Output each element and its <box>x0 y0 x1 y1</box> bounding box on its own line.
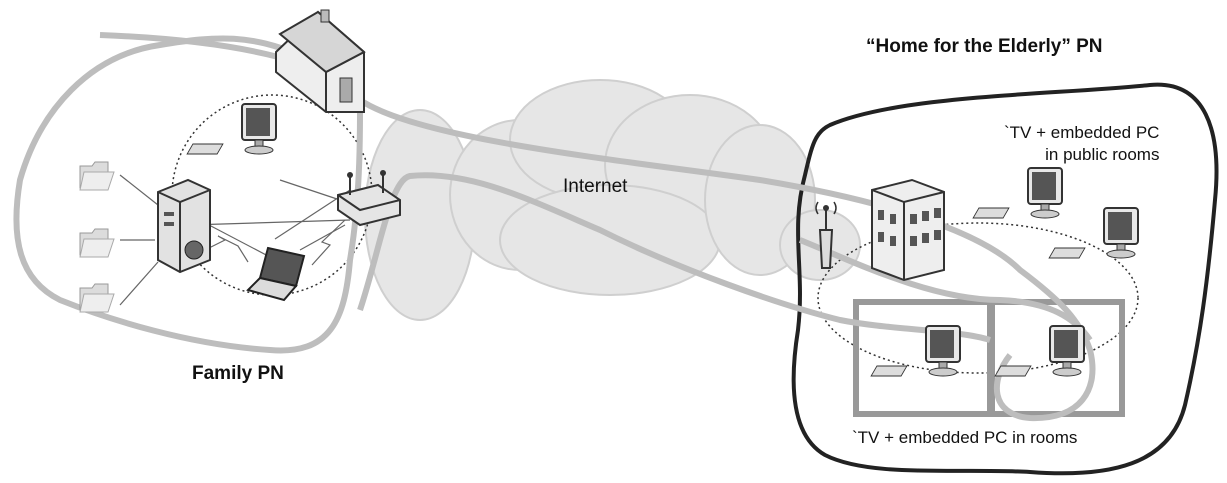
elderly-range-ellipse <box>817 222 1139 374</box>
router-icon <box>337 170 401 227</box>
server-icon <box>157 178 211 274</box>
family-pn-title: Family PN <box>192 363 284 384</box>
monitor-icon <box>994 325 1085 377</box>
rooms-label: `TV + embedded PC in rooms <box>852 428 1078 447</box>
monitor-icon <box>186 103 277 155</box>
house-icon <box>275 9 366 113</box>
internet-label: Internet <box>563 176 628 197</box>
monitor-icon <box>972 167 1063 219</box>
elderly-pn-title: “Home for the Elderly” PN <box>866 36 1103 57</box>
monitor-icon <box>870 325 961 377</box>
link-path-elderly <box>798 237 1093 342</box>
public-rooms-line-1: `TV + embedded PC <box>1004 123 1160 142</box>
public-rooms-label: `TV + embedded PC in public rooms <box>1004 122 1159 166</box>
family-links <box>119 174 351 306</box>
elderly-pn-boundary <box>791 82 1219 476</box>
cloud-icon <box>364 79 861 321</box>
building-icon <box>871 178 945 282</box>
public-rooms-line-2: in public rooms <box>1045 145 1160 164</box>
folder-icon <box>79 161 115 313</box>
antenna-icon <box>815 201 837 269</box>
room-box-1 <box>853 299 993 417</box>
laptop-icon <box>246 246 306 302</box>
monitor-icon <box>1048 207 1139 259</box>
link-path-lower <box>357 172 991 343</box>
